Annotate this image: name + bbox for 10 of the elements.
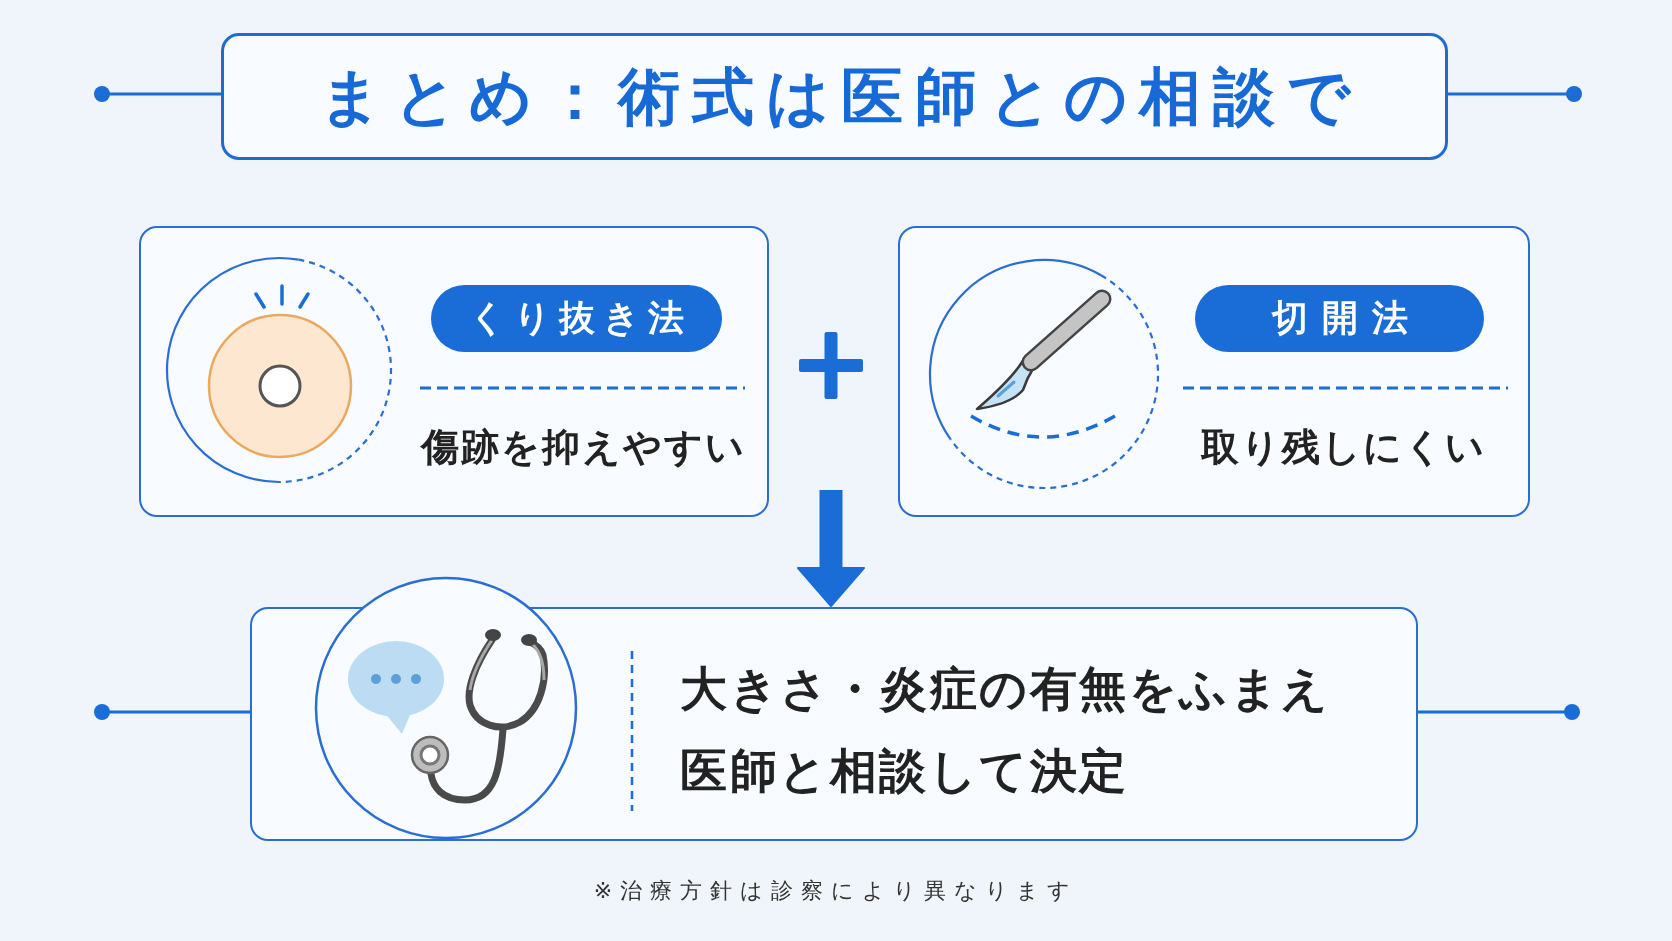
title-text: まとめ：術式は医師との相談で xyxy=(318,60,1362,133)
body-text: 傷跡を抑えやすい xyxy=(419,425,746,471)
arrow xyxy=(797,490,865,607)
method-tag: くり抜き法 xyxy=(431,285,722,352)
method-card xyxy=(898,226,1530,517)
footnote-text: ※治療方針は診察により異なります xyxy=(592,876,1079,905)
body-text: 取り残しにくい xyxy=(1199,425,1486,471)
method-card xyxy=(139,226,769,517)
summary-text: 大きさ・炎症の有無をふまえ医師と相談して決定 xyxy=(680,660,1332,800)
method-tag: 切開法 xyxy=(1195,285,1484,352)
